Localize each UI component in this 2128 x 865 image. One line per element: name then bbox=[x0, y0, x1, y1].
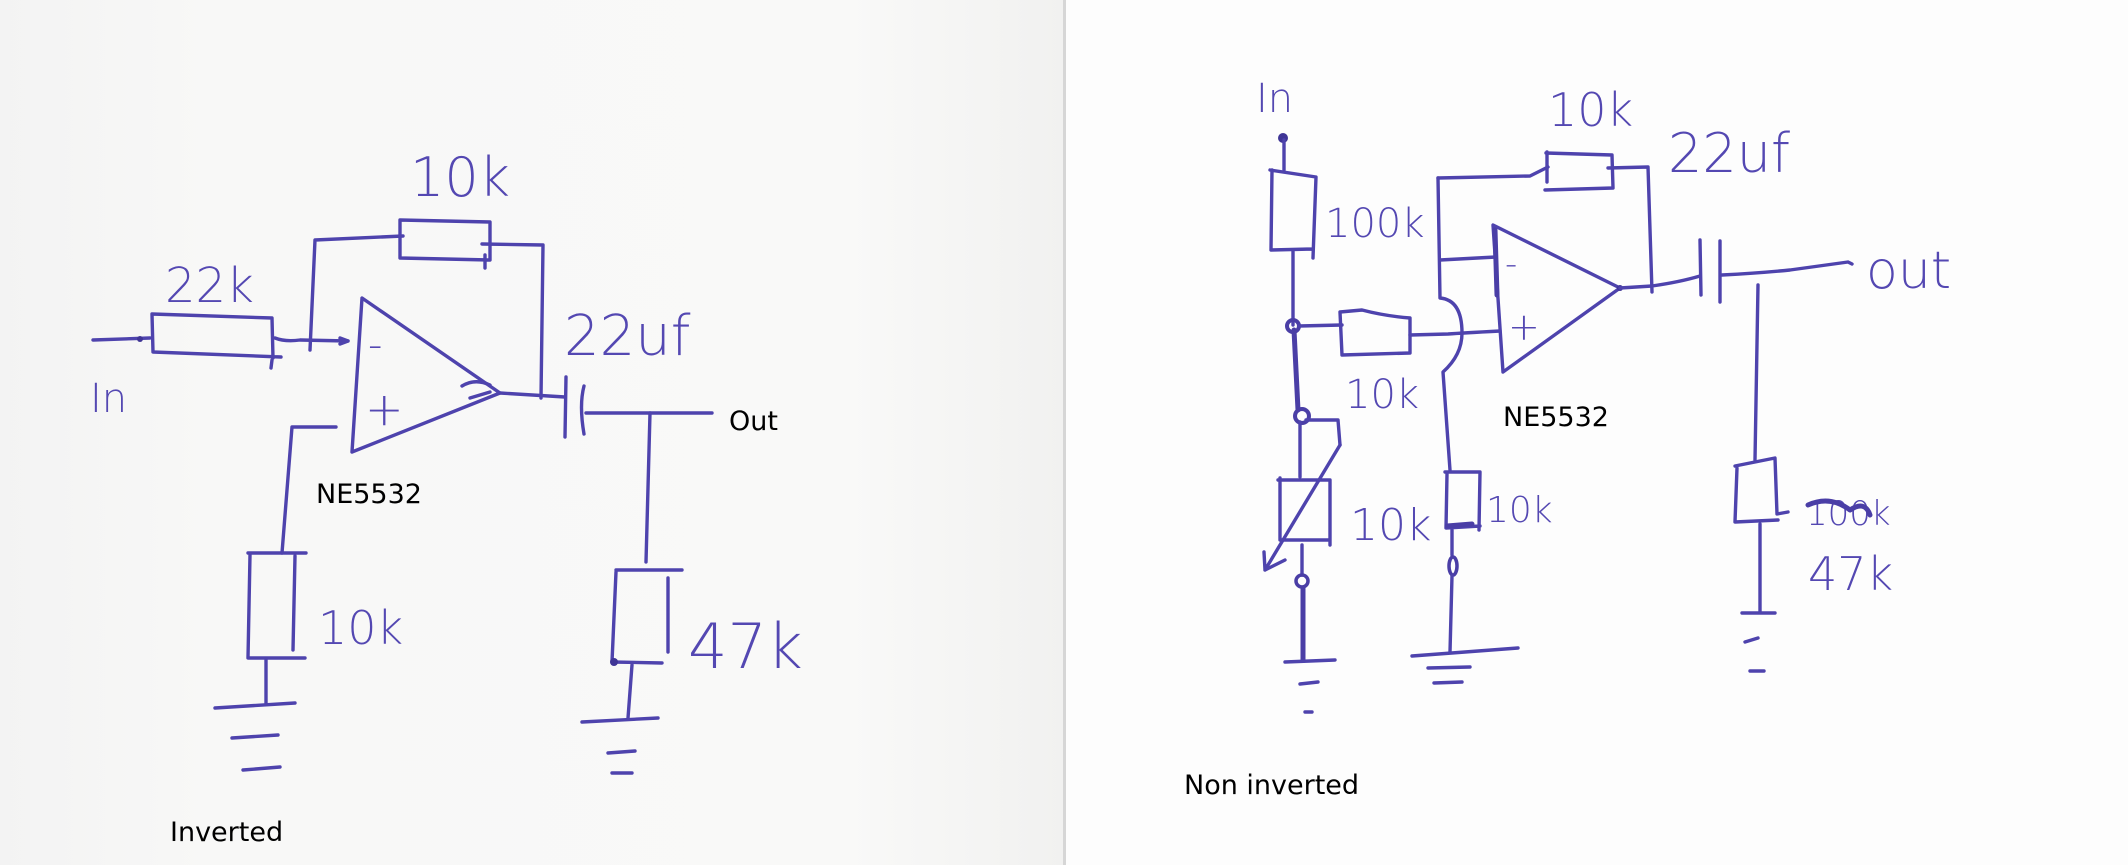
wire-minus bbox=[1438, 255, 1498, 262]
wire-output bbox=[498, 391, 567, 399]
paper-non-inverted bbox=[1066, 0, 2128, 865]
pot-node-top bbox=[1293, 407, 1311, 425]
ground-symbol-1 bbox=[213, 701, 297, 772]
capacitor-22uf bbox=[563, 375, 586, 439]
label-in: In bbox=[90, 376, 127, 422]
opamp-minus-sign: - bbox=[1505, 244, 1517, 284]
resistor-10k-minus bbox=[1443, 470, 1482, 532]
wire-47k-ground bbox=[626, 663, 634, 720]
label-10k-feedback: 10k bbox=[410, 146, 510, 209]
label-10k-minus: 10k bbox=[1486, 490, 1553, 531]
opamp-left-edge-overdraw bbox=[1492, 227, 1500, 298]
opamp-minus-sign: - bbox=[368, 322, 382, 368]
label-100k: 100k bbox=[1325, 201, 1425, 247]
node-47k bbox=[610, 658, 618, 666]
opamp-part-label-inverted: NE5532 bbox=[316, 479, 422, 510]
label-10k-feedback: 10k bbox=[1548, 83, 1633, 137]
label-47k: 47k bbox=[1808, 547, 1893, 601]
label-out: out bbox=[1866, 241, 1951, 301]
label-in: In bbox=[1256, 76, 1293, 122]
scribble-strike bbox=[1805, 498, 1873, 518]
resistor-10k-ground bbox=[246, 551, 308, 660]
ground-symbol-3 bbox=[1740, 611, 1777, 673]
label-47k: 47k bbox=[688, 610, 803, 683]
resistor-10k-plus bbox=[1338, 308, 1412, 357]
caption-non-inverted: Non inverted bbox=[1184, 770, 1360, 801]
resistor-100k bbox=[1268, 168, 1318, 260]
label-100k-crossed-out: 100k bbox=[1805, 494, 1891, 534]
caption-inverted: Inverted bbox=[170, 817, 284, 848]
opamp-output-scribble bbox=[460, 380, 492, 400]
wire-minus-ground bbox=[1448, 574, 1454, 654]
resistor-47k bbox=[1733, 456, 1790, 524]
wire-feedback-right bbox=[1606, 165, 1654, 294]
capacitor-22uf bbox=[1698, 238, 1722, 304]
output-label-inverted: Out bbox=[729, 406, 778, 437]
resistor-22k bbox=[150, 312, 283, 370]
wire-feedback-top bbox=[1436, 165, 1550, 180]
opamp-plus-sign: + bbox=[1508, 305, 1540, 349]
pot-wiper-arrow bbox=[1262, 443, 1342, 572]
opamp-non-inverted bbox=[1491, 223, 1622, 374]
ground-symbol-2 bbox=[580, 716, 660, 775]
label-10k-plus: 10k bbox=[1345, 372, 1419, 418]
wire-to-47k bbox=[644, 411, 652, 564]
wire-out bbox=[1720, 260, 1854, 277]
resistor-10k-feedback bbox=[1543, 150, 1615, 192]
wire-to-47k bbox=[1753, 283, 1760, 462]
wire-to-plus bbox=[1408, 329, 1502, 337]
wire-to-10k bbox=[1297, 323, 1344, 328]
wire-to-minus bbox=[273, 336, 350, 343]
wire-feedback-left bbox=[1436, 176, 1464, 472]
wire-plus bbox=[280, 425, 338, 555]
opamp-inverted bbox=[350, 296, 502, 454]
ground-symbol-5 bbox=[1410, 646, 1520, 685]
label-22uf: 22uf bbox=[564, 304, 691, 369]
resistor-47k bbox=[610, 568, 684, 665]
pot-node-bottom bbox=[1294, 573, 1310, 589]
wire-output bbox=[1618, 274, 1702, 290]
pane-divider bbox=[1063, 0, 1066, 865]
wire-node-down bbox=[1291, 327, 1301, 413]
minus-chain-node bbox=[1447, 555, 1459, 577]
potentiometer-10k bbox=[1276, 476, 1332, 547]
resistor-10k-feedback bbox=[398, 218, 492, 270]
paper-inverted bbox=[0, 0, 1063, 865]
label-22uf: 22uf bbox=[1668, 122, 1790, 185]
input-node bbox=[137, 336, 143, 342]
label-22k: 22k bbox=[165, 258, 254, 314]
ground-symbol-4 bbox=[1283, 658, 1337, 714]
wire-feedback-left bbox=[308, 234, 405, 352]
inverted-circuit: 10k 22k In 22uf 10k 47k - + bbox=[90, 146, 803, 775]
opamp-part-label-non-inverted: NE5532 bbox=[1503, 402, 1609, 433]
opamp-plus-sign: + bbox=[365, 382, 404, 436]
label-10k-ground: 10k bbox=[318, 601, 403, 655]
resistor-10k-minus-underline bbox=[1444, 521, 1475, 529]
non-inverted-circuit: In 100k 10k 10k 10k 10k 22uf out 100k 47… bbox=[1256, 76, 1951, 714]
wire-pot-wiper bbox=[1304, 418, 1342, 447]
label-10k-pot: 10k bbox=[1350, 500, 1431, 551]
wire-feedback-right bbox=[480, 242, 545, 400]
wire-arrow bbox=[338, 336, 350, 346]
